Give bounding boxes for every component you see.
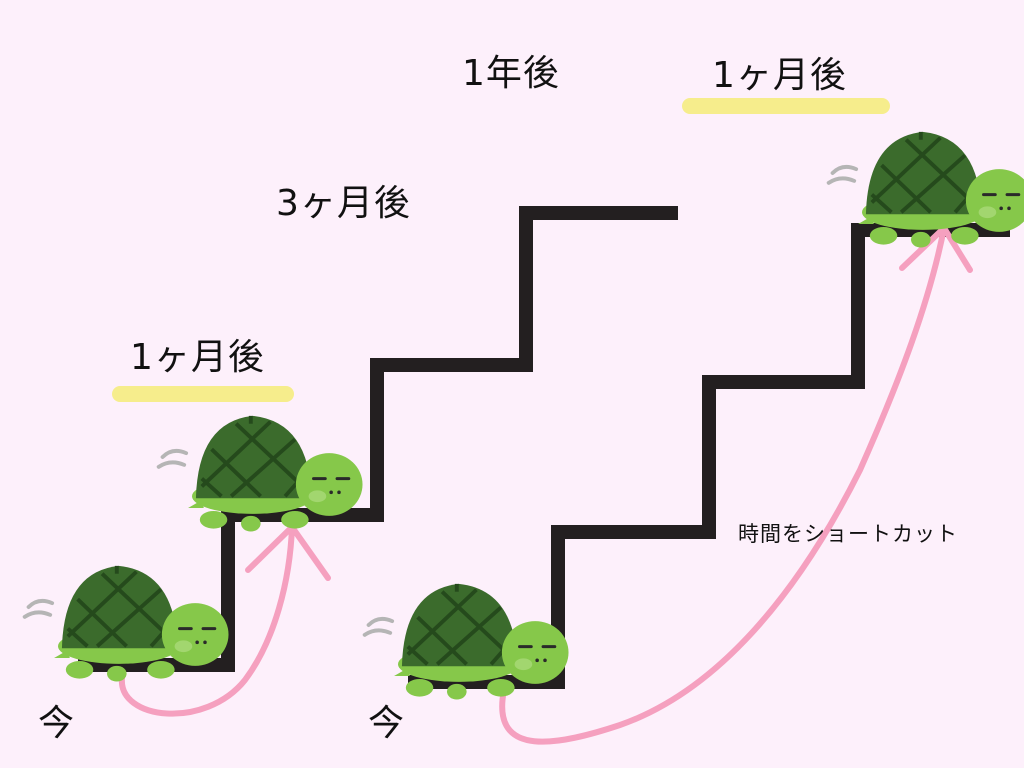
label-one-month-left: 1ヶ月後 (130, 337, 265, 378)
label-three-months: 3ヶ月後 (276, 183, 411, 224)
highlight-right (682, 98, 890, 114)
label-one-year: 1年後 (462, 53, 560, 94)
curved-arrow-icon (499, 225, 973, 745)
left-staircase (78, 206, 678, 672)
label-now-right: 今 (368, 703, 406, 744)
label-now-left: 今 (38, 703, 76, 744)
label-shortcut: 時間をショートカット (738, 522, 958, 546)
label-one-month-right: 1ヶ月後 (712, 55, 847, 96)
highlight-left (112, 386, 294, 402)
